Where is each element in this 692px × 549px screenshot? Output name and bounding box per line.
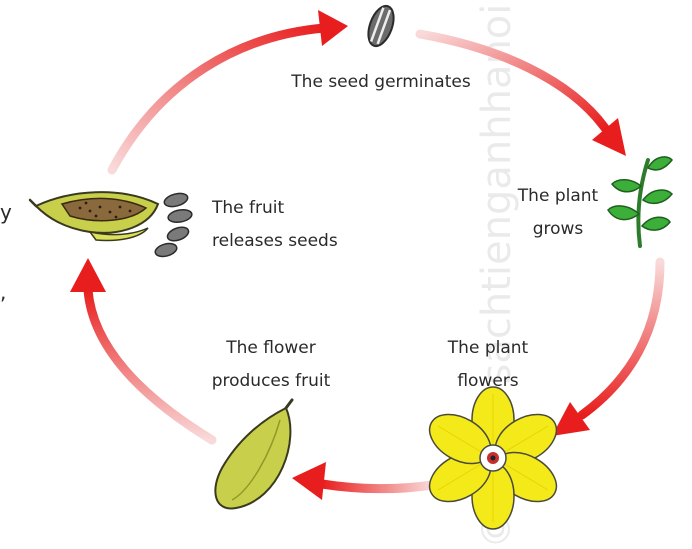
edge-fragment-comma: , [0, 280, 7, 304]
label-plant-grows-line1: The plant [517, 186, 599, 206]
edge-fragment-y: y [0, 200, 12, 224]
open-fruit-with-seeds-icon [28, 191, 193, 258]
plant-sprout-icon [607, 156, 674, 248]
label-plant-flowers: The plant flowers [438, 332, 538, 398]
label-fruit-releases-seeds: The fruit releases seeds [212, 192, 352, 258]
label-flower-produces-fruit: The flower produces fruit [204, 332, 338, 398]
arrowhead-germinate-to-grows [592, 118, 626, 156]
arrowhead-grows-to-flowers [552, 402, 590, 436]
label-plant-grows-line2: grows [532, 219, 584, 239]
arrow-fruit-to-release [83, 285, 217, 445]
label-plant-flowers-line1: The plant [447, 338, 529, 358]
arrow-germinate-to-grows [415, 29, 610, 133]
arrowhead-fruit-to-release [70, 258, 106, 292]
arrow-grows-to-flowers [577, 257, 665, 420]
arrowhead-release-to-germinate [318, 10, 348, 46]
label-plant-flowers-line2: flowers [457, 371, 519, 391]
label-flower-produces-fruit-line1: The flower [226, 338, 316, 358]
label-fruit-releases-seeds-line1: The fruit [212, 198, 285, 218]
green-fruit-pod-icon [214, 398, 294, 510]
arrowhead-flowers-to-fruit [292, 462, 326, 500]
yellow-flower-icon [428, 386, 558, 530]
arrow-flowers-to-fruit [317, 479, 437, 494]
label-flower-produces-fruit-line2: produces fruit [211, 371, 331, 391]
cycle-arrows [70, 10, 665, 500]
label-fruit-releases-seeds-line2: releases seeds [212, 231, 338, 251]
label-seed-germinates: The seed germinates [284, 66, 478, 99]
label-seed-germinates-text: The seed germinates [291, 72, 471, 92]
released-seeds [154, 192, 193, 258]
label-plant-grows: The plant grows [508, 180, 608, 246]
arrow-release-to-germinate [107, 23, 330, 175]
sunflower-seed-icon [367, 4, 395, 48]
